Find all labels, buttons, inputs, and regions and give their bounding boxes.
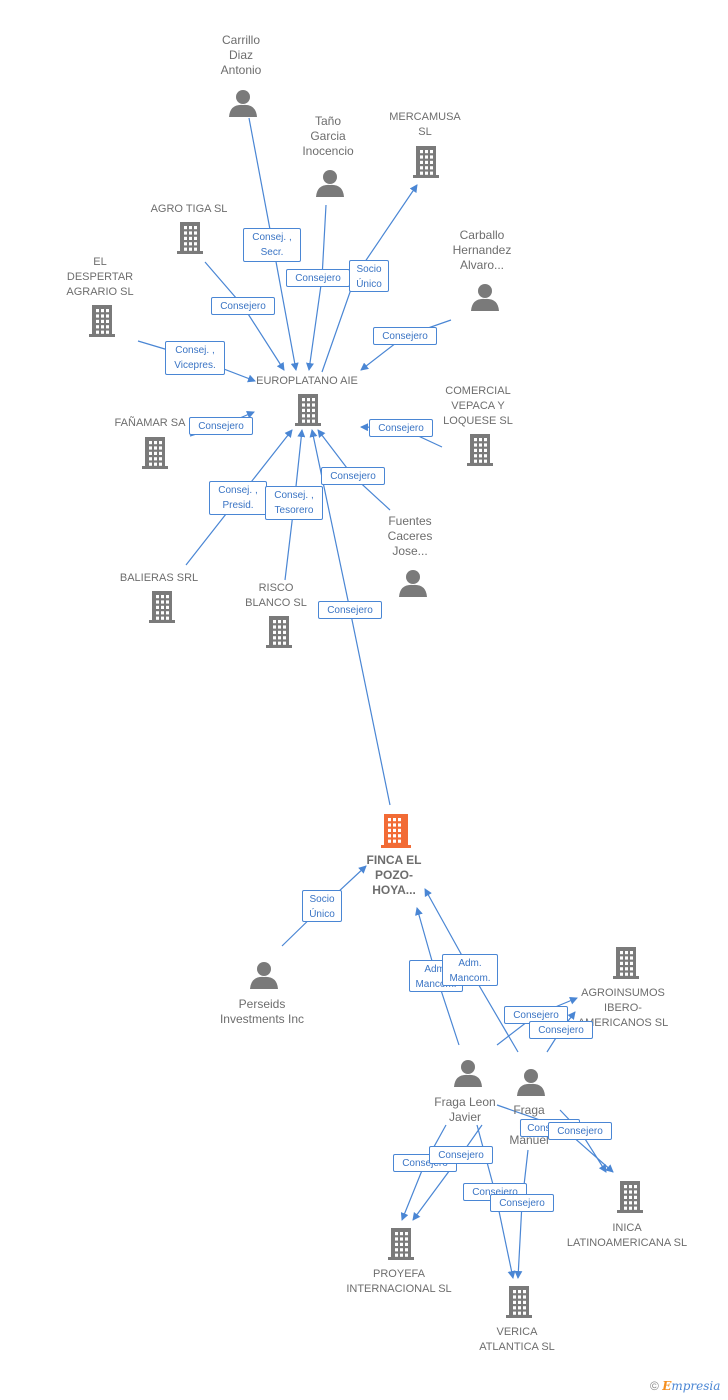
company-icon[interactable] bbox=[613, 947, 639, 979]
node-label-fuentes[interactable]: Fuentes Caceres Jose... bbox=[387, 514, 433, 558]
node-label-perseids[interactable]: Perseids Investments Inc bbox=[219, 997, 305, 1026]
node-label-despertar[interactable]: EL DESPERTAR AGRARIO SL bbox=[66, 256, 134, 298]
company-icon[interactable] bbox=[142, 437, 168, 469]
relation-label: Socio Único bbox=[302, 890, 342, 922]
node-label-agrotiga[interactable]: AGRO TIGA SL bbox=[150, 203, 228, 215]
company-icon[interactable] bbox=[506, 1286, 532, 1318]
company-icon[interactable] bbox=[177, 222, 203, 254]
node-label-fanamar[interactable]: FAÑAMAR SA bbox=[114, 417, 186, 429]
relation-label: Consejero bbox=[318, 601, 382, 619]
relation-label: Consejero bbox=[490, 1194, 554, 1212]
relation-label: Consej. , Tesorero bbox=[265, 486, 323, 520]
node-label-tano[interactable]: Taño Garcia Inocencio bbox=[302, 114, 354, 158]
relation-label: Consejero bbox=[211, 297, 275, 315]
relation-label: Consejero bbox=[286, 269, 350, 287]
relation-label: Consejero bbox=[189, 417, 253, 435]
person-icon[interactable] bbox=[454, 1060, 482, 1087]
node-label-verica[interactable]: VERICA ATLANTICA SL bbox=[479, 1326, 555, 1353]
node-label-europlatano[interactable]: EUROPLATANO AIE bbox=[256, 375, 358, 387]
person-icon[interactable] bbox=[399, 570, 427, 597]
company-icon[interactable] bbox=[388, 1228, 414, 1260]
node-label-comercial[interactable]: COMERCIAL VEPACA Y LOQUESE SL bbox=[443, 385, 513, 427]
person-icon[interactable] bbox=[316, 170, 344, 197]
node-label-carballo[interactable]: Carballo Hernandez Alvaro... bbox=[452, 228, 512, 272]
relationship-edge bbox=[514, 1149, 529, 1279]
node-label-fragaleon[interactable]: Fraga Leon Javier bbox=[434, 1095, 496, 1124]
relation-label: Consej. , Vicepres. bbox=[165, 341, 225, 375]
relationship-edge bbox=[412, 1124, 483, 1221]
node-label-inica[interactable]: INICA LATINOAMERICANA SL bbox=[566, 1222, 688, 1249]
person-icon[interactable] bbox=[517, 1069, 545, 1096]
person-icon[interactable] bbox=[471, 284, 499, 311]
relation-label: Consejero bbox=[373, 327, 437, 345]
relation-label: Consejero bbox=[548, 1122, 612, 1140]
company-icon[interactable] bbox=[295, 394, 321, 426]
relation-label: Adm. Mancom. bbox=[442, 954, 498, 986]
relation-label: Consej. , Presid. bbox=[209, 481, 267, 515]
node-label-balieras[interactable]: BALIERAS SRL bbox=[119, 572, 199, 584]
relation-label: Socio Único bbox=[349, 260, 389, 292]
company-icon[interactable] bbox=[617, 1181, 643, 1213]
company-icon[interactable] bbox=[89, 305, 115, 337]
empresia-logo[interactable]: Empresia bbox=[662, 1379, 721, 1393]
relation-label: Consejero bbox=[321, 467, 385, 485]
company-icon[interactable] bbox=[149, 591, 175, 623]
copyright-symbol: © bbox=[650, 1379, 659, 1393]
person-icon[interactable] bbox=[250, 962, 278, 989]
relation-label: Consejero bbox=[529, 1021, 593, 1039]
relationship-edge bbox=[306, 204, 327, 371]
person-icon[interactable] bbox=[229, 90, 257, 117]
node-label-proyefa[interactable]: PROYEFA INTERNACIONAL SL bbox=[346, 1268, 452, 1295]
node-label-carrillo[interactable]: Carrillo Diaz Antonio bbox=[220, 33, 262, 77]
relation-label: Consejero bbox=[429, 1146, 493, 1164]
company-icon[interactable] bbox=[381, 814, 411, 848]
node-label-agroinsumos[interactable]: AGROINSUMOS IBERO- AMERICANOS SL bbox=[577, 987, 669, 1029]
company-icon[interactable] bbox=[467, 434, 493, 466]
node-label-risco[interactable]: RISCO BLANCO SL bbox=[245, 582, 307, 609]
company-icon[interactable] bbox=[413, 146, 439, 178]
relation-label: Consejero bbox=[369, 419, 433, 437]
node-label-mercamusa[interactable]: MERCAMUSA SL bbox=[389, 111, 461, 138]
node-label-finca[interactable]: FINCA EL POZO- HOYA... bbox=[366, 853, 422, 897]
relation-label: Consej. , Secr. bbox=[243, 228, 301, 262]
company-icon[interactable] bbox=[266, 616, 292, 648]
footer-brand: © Empresia bbox=[650, 1379, 720, 1393]
